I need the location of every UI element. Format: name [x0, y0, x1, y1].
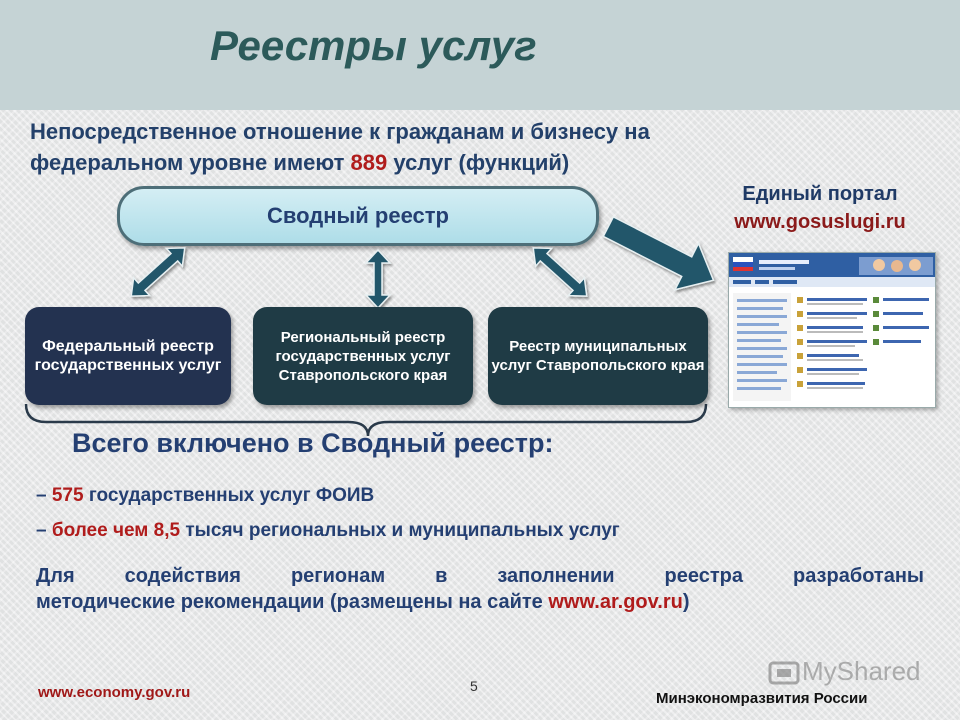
- brace-icon: [24, 403, 708, 437]
- list-item: – более чем 8,5 тысяч региональных и мун…: [36, 520, 620, 541]
- list-item: – 575 государственных услуг ФОИВ: [36, 485, 375, 506]
- intro-text: Непосредственное отношение к гражданам и…: [30, 119, 650, 175]
- page-number: 5: [470, 678, 478, 694]
- portal-screenshot-image: [729, 253, 935, 401]
- footer-site-link[interactable]: www.economy.gov.ru: [38, 684, 191, 701]
- list-item-highlight: более чем 8,5: [51, 520, 181, 541]
- title-bar: [0, 0, 960, 110]
- note-line-2: методические рекомендации (размещены на …: [36, 591, 690, 613]
- summary-registry-box: Сводный реестр: [117, 186, 599, 246]
- slide-title: Реестры услуг: [210, 22, 537, 69]
- watermark-logo: MyShared: [768, 656, 921, 687]
- portal-arrow-icon: [602, 215, 715, 291]
- list-item-highlight: 575: [51, 485, 84, 506]
- double-arrow-left-icon: [130, 247, 186, 297]
- watermark-icon: [768, 661, 800, 685]
- regional-registry-box: Региональный реестр государственных услу…: [253, 307, 473, 405]
- double-arrow-center-icon: [364, 248, 392, 310]
- note-line-1: Для содействия регионам в заполнении рее…: [36, 565, 924, 587]
- portal-url[interactable]: www.gosuslugi.ru: [734, 211, 906, 233]
- portal-screenshot: [728, 252, 936, 408]
- double-arrow-right-icon: [532, 247, 588, 297]
- municipal-registry-box: Реестр муниципальных услуг Ставропольско…: [488, 307, 708, 405]
- services-count: 889: [350, 150, 388, 175]
- footer-ministry: Минэкономразвития России: [656, 690, 868, 707]
- portal-caption: Единый портал www.gosuslugi.ru: [700, 180, 940, 236]
- federal-registry-box: Федеральный реестр государственных услуг: [25, 307, 231, 405]
- totals-heading: Всего включено в Сводный реестр:: [72, 428, 554, 458]
- note-url[interactable]: www.ar.gov.ru: [548, 591, 683, 613]
